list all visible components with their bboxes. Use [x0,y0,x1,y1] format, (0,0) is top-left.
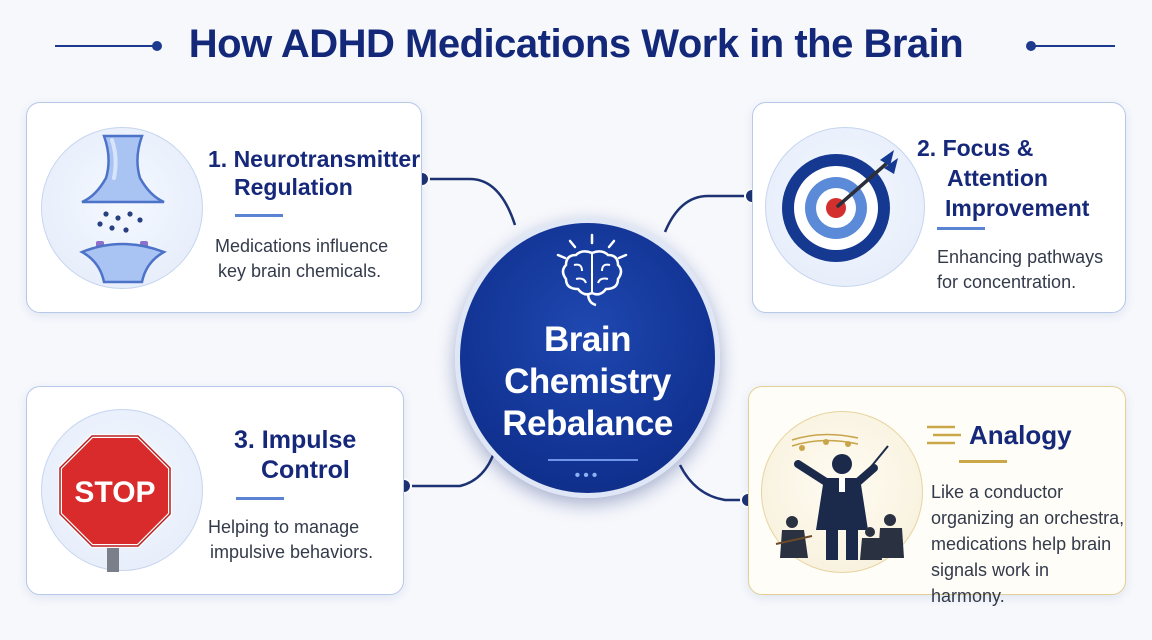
neurotransmitter-heading-line-1: 1. Neurotransmitter [208,146,421,172]
focus-heading-line-3: Improvement [945,195,1090,221]
brain-icon [556,233,628,307]
neurotransmitter-underline [235,214,283,217]
impulse-body-line-1: Helping to manage [208,517,360,537]
connector-focus [663,194,752,233]
conductor-icon [775,433,904,560]
analogy-heading: Analogy [969,420,1072,450]
connector-neurotransmitter [422,177,517,226]
target-icon [782,150,898,262]
connector-analogy [678,464,748,502]
center-title-line-1: Brain [544,320,631,359]
impulse-heading-line-2: Control [261,456,350,484]
analogy-body-line-1: Like a conductor [931,482,1064,502]
stop-sign-icon-circle: STOP [41,409,203,572]
synapse-icon [79,134,167,284]
stop-sign-text: STOP [74,476,155,509]
title-rule-left [55,45,155,47]
target-icon-circle [765,127,925,287]
neurotransmitter-heading-line-2: Regulation [234,174,353,200]
focus-underline [937,227,985,230]
title-rule-right [1030,45,1115,47]
card-impulse: STOP 3. Impulse Control Helping to manag… [26,386,404,595]
analogy-body-line-2: organizing an orchestra, [931,508,1125,528]
impulse-body-line-2: impulsive behaviors. [210,542,374,562]
analogy-lines-icon [927,425,961,445]
analogy-body-line-4: signals work in harmony. [931,560,1050,606]
neurotransmitter-body-line-2: key brain chemicals. [218,261,382,281]
card-analogy: Analogy Like a conductor organizing an o… [748,386,1126,606]
neurotransmitter-heading: 1. Neurotransmitter Regulation [208,145,420,201]
center-title-line-3: Rebalance [502,404,673,443]
neurotransmitter-body: Medications influence key brain chemical… [215,234,388,284]
focus-heading: 2. Focus & Attention Improvement [917,133,1089,223]
analogy-body: Like a conductor organizing an orchestra… [931,479,1125,609]
center-title-line-2: Chemistry [504,362,671,401]
center-circle: Brain Chemistry Rebalance ••• [455,218,720,498]
impulse-body: Helping to manage impulsive behaviors. [208,515,373,565]
title-dot-left [152,41,162,51]
neurotransmitter-body-line-1: Medications influence [215,236,389,256]
center-underline [548,459,638,461]
impulse-heading: 3. Impulse Control [234,425,356,485]
focus-body-line-1: Enhancing pathways [937,247,1104,267]
conductor-icon-circle [761,411,923,573]
page-title: How ADHD Medications Work in the Brain [188,22,964,66]
impulse-underline [236,497,284,500]
card-focus: 2. Focus & Attention Improvement Enhanci… [752,102,1126,313]
focus-heading-line-1: 2. Focus & [917,135,1034,161]
analogy-underline [959,460,1007,463]
stop-sign-icon: STOP [58,434,172,572]
analogy-body-line-3: medications help brain [931,534,1112,554]
focus-body: Enhancing pathways for concentration. [937,245,1103,295]
focus-body-line-2: for concentration. [937,272,1077,292]
card-neurotransmitter: 1. Neurotransmitter Regulation Medicatio… [26,102,422,313]
focus-heading-line-2: Attention [947,165,1048,191]
center-dots: ••• [574,467,601,484]
impulse-heading-line-1: 3. Impulse [234,426,357,454]
synapse-icon-circle [41,127,203,289]
